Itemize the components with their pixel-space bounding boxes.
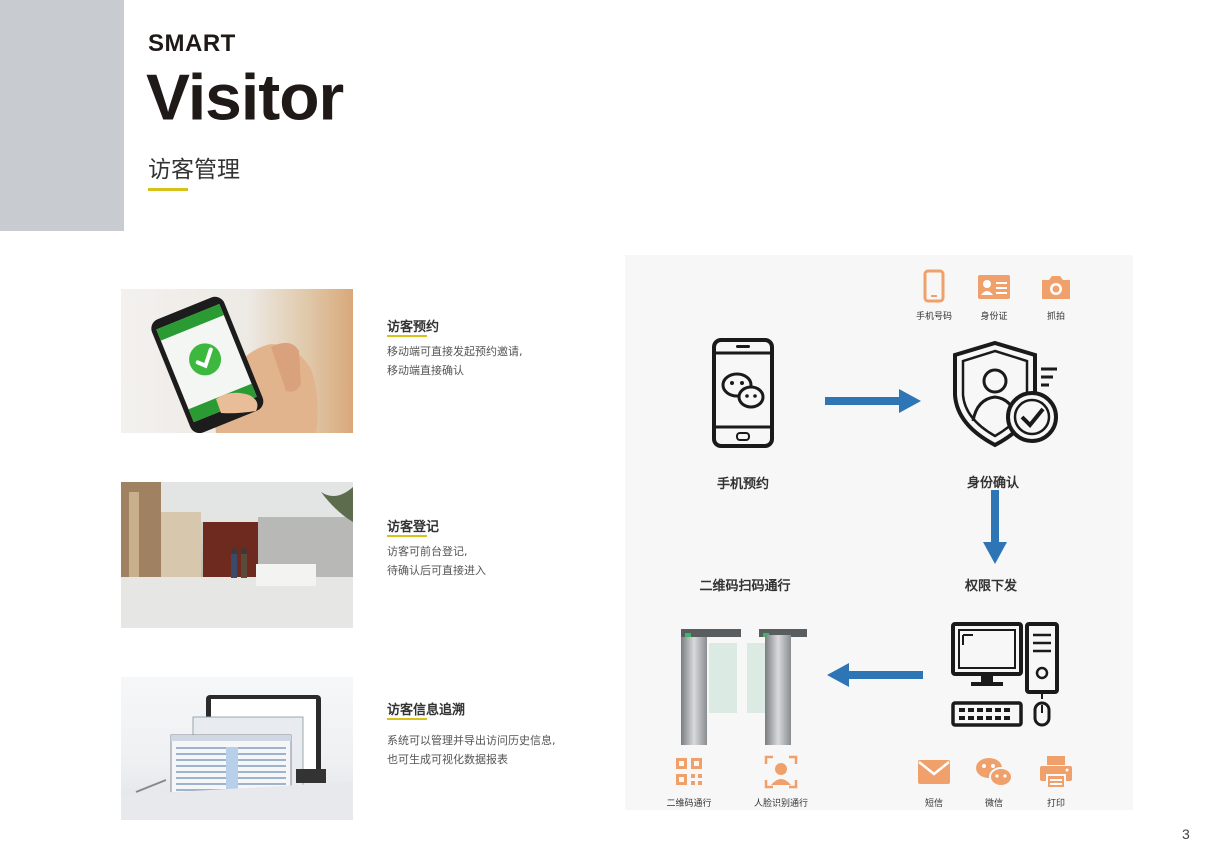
- step-label-identity-confirm: 身份确认: [966, 476, 1019, 491]
- feature-desc-line: 待确认后可直接进入: [387, 564, 486, 577]
- identity-shield-icon: [953, 340, 1058, 448]
- id-card-icon: [978, 275, 1010, 299]
- step-label-mobile-booking: 手机预约: [716, 477, 769, 492]
- id-method-label-capture: 抓拍: [1046, 312, 1065, 322]
- subtitle-underline: [148, 188, 188, 191]
- notify-label-sms: 短信: [924, 799, 943, 809]
- id-method-label-idcard: 身份证: [980, 312, 1008, 322]
- id-method-label-phone: 手机号码: [915, 312, 952, 322]
- page-number: 3: [1182, 826, 1190, 842]
- feature-desc-trace: 系统可以管理并导出访问历史信息, 也可生成可视化数据报表: [387, 731, 597, 769]
- arrow-left-icon: [827, 663, 923, 687]
- feature-title-register: 访客登记: [387, 520, 440, 535]
- feature-desc-line: 移动端可直接发起预约邀请,: [387, 345, 523, 358]
- sms-mail-icon: [918, 760, 950, 784]
- header-smart: SMART: [148, 30, 236, 57]
- phone-number-icon: [923, 269, 945, 303]
- feature-desc-line: 访客可前台登记,: [387, 545, 468, 558]
- notify-label-wechat: 微信: [984, 799, 1003, 809]
- face-recognition-icon: [764, 755, 798, 789]
- mobile-phone-icon: [712, 338, 774, 448]
- pass-method-label-face: 人脸识别通行: [753, 799, 808, 809]
- camera-icon: [1042, 276, 1070, 299]
- visitor-flow-diagram: 手机号码 身份证 抓拍 手机预约 身份确认 二维码扫码通行 权: [625, 255, 1133, 810]
- feature-title-booking: 访客预约: [387, 320, 440, 335]
- feature-desc-line: 移动端直接确认: [387, 364, 464, 377]
- notify-label-print: 打印: [1046, 799, 1065, 809]
- feature-underline: [387, 535, 427, 537]
- feature-desc-register: 访客可前台登记, 待确认后可直接进入: [387, 542, 597, 580]
- feature-underline: [387, 718, 427, 720]
- feature-underline: [387, 335, 427, 337]
- photo-lobby: [121, 482, 353, 628]
- photo-laptops: [121, 677, 353, 820]
- printer-icon: [1040, 756, 1072, 789]
- feature-title-trace: 访客信息追溯: [387, 703, 466, 718]
- qr-code-icon: [676, 758, 702, 785]
- step-label-qr-pass: 二维码扫码通行: [699, 579, 791, 594]
- turnstile-gate-icon: [681, 629, 807, 745]
- header-gray-block: [0, 0, 124, 231]
- wechat-icon: [976, 758, 1013, 787]
- arrow-right-icon: [825, 389, 921, 413]
- arrow-down-icon: [983, 490, 1007, 564]
- pass-method-label-qr: 二维码通行: [666, 799, 712, 809]
- feature-desc-line: 系统可以管理并导出访问历史信息,: [387, 734, 556, 747]
- photo-mobile-booking: [121, 289, 353, 433]
- page-title: Visitor: [146, 60, 344, 134]
- feature-desc-booking: 移动端可直接发起预约邀请, 移动端直接确认: [387, 342, 597, 380]
- page-subtitle: 访客管理: [148, 157, 240, 183]
- feature-desc-line: 也可生成可视化数据报表: [387, 753, 508, 766]
- step-label-permission-issue: 权限下发: [964, 579, 1017, 594]
- desktop-computer-icon: [951, 622, 1059, 727]
